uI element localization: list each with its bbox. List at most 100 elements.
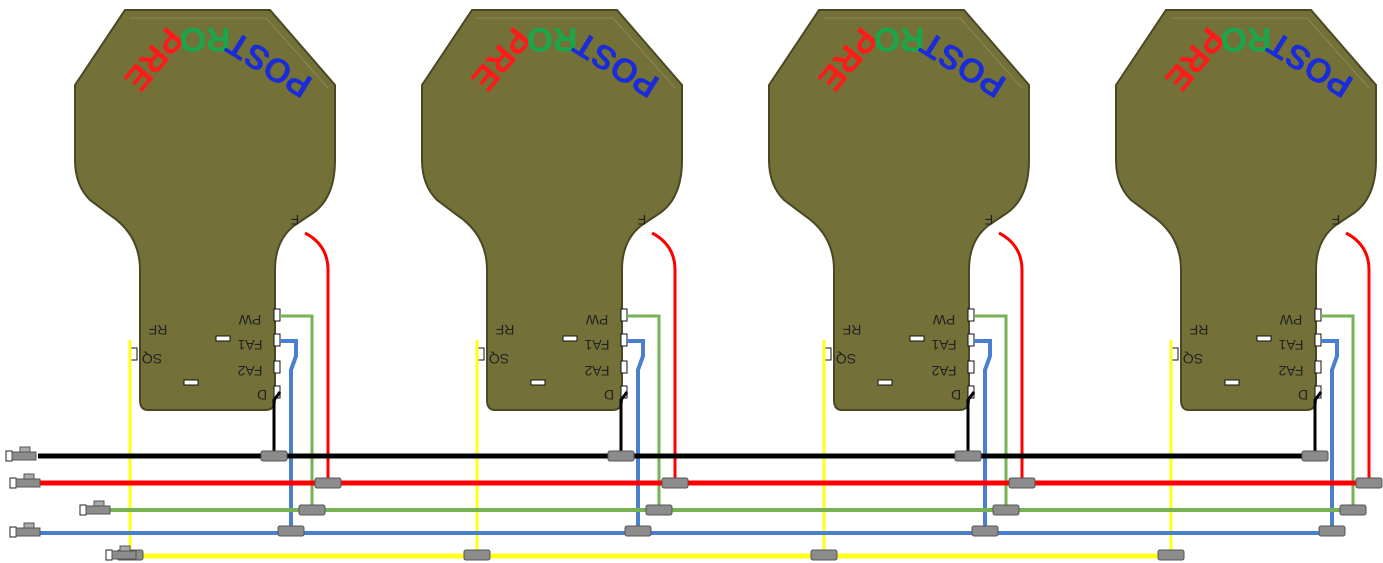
splice-yellow-4	[1157, 549, 1185, 561]
zone-label-ro: RO	[527, 20, 578, 58]
pin-label-fa1: FA1	[931, 337, 956, 353]
splice-green-4	[1339, 504, 1367, 516]
board-body	[421, 9, 683, 411]
lead-d-black	[619, 391, 629, 454]
pin-label-f: F	[985, 212, 994, 228]
splice-blue-3	[971, 525, 999, 537]
end-latch	[23, 522, 35, 529]
pin-label-sq: SQ	[142, 351, 162, 367]
splice-yellow-2	[463, 549, 491, 561]
board-inner-edge	[477, 17, 676, 89]
pin-pad-2	[273, 333, 281, 347]
splice-red-2	[661, 477, 689, 489]
pin-label-rf: RF	[843, 322, 862, 338]
lead-fa1-blue	[974, 339, 992, 530]
bus-yellow-end-connector	[105, 545, 137, 561]
lead-pw-green	[974, 314, 1008, 506]
boards-layer: PREROPOSTFPWFA1FA2DRFSQPREROPOSTFPWFA1FA…	[74, 9, 1377, 411]
lead-pw-green	[627, 314, 661, 506]
splice-black-4	[1301, 450, 1329, 462]
pin-label-d: D	[1298, 387, 1308, 403]
end-housing	[15, 478, 41, 488]
board-slot	[530, 379, 546, 386]
pin-pad-sq	[824, 347, 832, 361]
board-body	[74, 9, 336, 411]
board-slot	[1256, 335, 1272, 342]
board-4-leads	[1169, 231, 1371, 554]
pin-label-sq: SQ	[1183, 351, 1203, 367]
board-slot	[909, 335, 925, 342]
lead-fa1-blue	[1321, 339, 1339, 530]
pin-label-sq: SQ	[489, 351, 509, 367]
wires-layer	[38, 231, 1371, 559]
lead-d-black	[272, 391, 282, 454]
board-inner-edge	[130, 17, 329, 89]
splice-green-2	[645, 504, 673, 516]
lead-f-red	[1345, 231, 1371, 480]
end-latch	[93, 500, 105, 507]
pin-label-rf: RF	[149, 322, 168, 338]
board-inner-edge	[824, 17, 1023, 89]
bus-red-end-connector	[9, 473, 41, 489]
pin-pad-1	[273, 308, 281, 322]
pin-label-d: D	[604, 387, 614, 403]
board-body	[1115, 9, 1377, 411]
bus-black-end-connector	[5, 446, 37, 462]
lead-d-black	[966, 391, 976, 454]
lead-f-red	[651, 231, 677, 480]
end-pin	[9, 526, 17, 538]
bus-blue-end-connector	[9, 522, 41, 538]
pin-pad-sq	[130, 347, 138, 361]
board-3-leads	[822, 231, 1024, 554]
lead-fa1-blue	[280, 339, 298, 530]
board-slot	[1224, 379, 1240, 386]
splice-blue-1	[277, 525, 305, 537]
pin-label-pw: PW	[238, 312, 261, 328]
splice-red-3	[1008, 477, 1036, 489]
pin-pad-3	[273, 360, 281, 374]
pin-label-f: F	[1332, 212, 1341, 228]
pin-pad-sq	[1171, 347, 1179, 361]
end-housing	[15, 527, 41, 537]
pin-label-d: D	[951, 387, 961, 403]
zone-label-ro: RO	[874, 20, 925, 58]
end-pin	[105, 549, 113, 561]
board-slot	[562, 335, 578, 342]
pin-pad-2	[620, 333, 628, 347]
pin-pad-1	[1314, 308, 1322, 322]
end-housing	[85, 505, 111, 515]
board-inner-edge	[1171, 17, 1370, 89]
pin-pad-3	[1314, 360, 1322, 374]
board-slot	[877, 379, 893, 386]
pin-label-fa1: FA1	[584, 337, 609, 353]
pin-pad-2	[1314, 333, 1322, 347]
connectors-layer	[5, 446, 1383, 561]
pin-label-f: F	[291, 212, 300, 228]
lead-f-red	[304, 231, 330, 480]
pin-pad-3	[620, 360, 628, 374]
pin-pad-3	[967, 360, 975, 374]
pin-label-fa1: FA1	[1278, 337, 1303, 353]
pin-label-f: F	[638, 212, 647, 228]
splice-yellow-3	[810, 549, 838, 561]
lead-d-black	[1313, 391, 1323, 454]
pin-label-fa2: FA2	[931, 363, 956, 379]
pin-label-rf: RF	[496, 322, 515, 338]
pin-label-fa2: FA2	[584, 363, 609, 379]
splice-blue-4	[1318, 525, 1346, 537]
lead-fa1-blue	[627, 339, 645, 530]
pin-label-fa1: FA1	[237, 337, 262, 353]
lead-pw-green	[280, 314, 314, 506]
zone-label-ro: RO	[1221, 20, 1272, 58]
lead-f-red	[998, 231, 1024, 480]
end-pin	[9, 477, 17, 489]
splice-green-3	[992, 504, 1020, 516]
end-latch	[119, 545, 131, 552]
splice-black-2	[607, 450, 635, 462]
pin-label-rf: RF	[1190, 322, 1209, 338]
splice-red-4	[1355, 477, 1383, 489]
splice-black-3	[954, 450, 982, 462]
